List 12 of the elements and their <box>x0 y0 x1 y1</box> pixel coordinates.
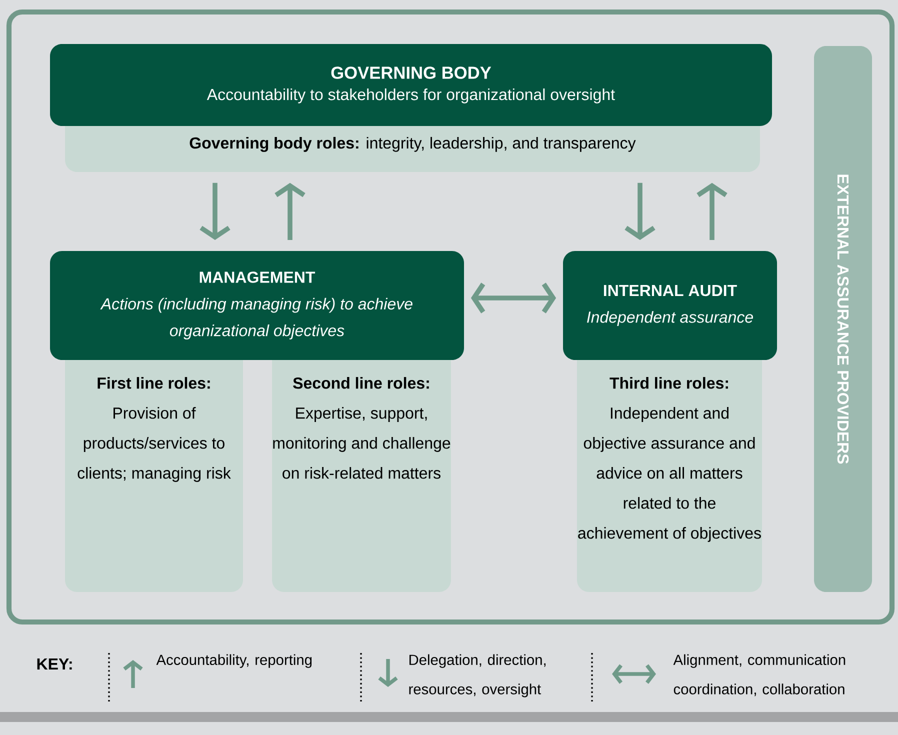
key-label: KEY: <box>37 658 72 670</box>
function-box: INTERNAL AUDIT Independent assurance <box>563 250 778 360</box>
legend-text: Accountability, reporting <box>156 654 312 668</box>
function-box: MANAGEMENT Actions (including managing risk) to achieve organizational objectives <box>50 250 464 360</box>
legend-text: Delegation, direction, resources, oversight <box>409 654 546 698</box>
roles-panel: Third line roles: Independent and objective assurance and advice on all matters related to the achievement of objectives <box>576 345 762 592</box>
roles-panel: First line roles: Provision of products/services to clients; managing risk <box>65 345 243 592</box>
arrow <box>470 282 556 314</box>
side-bar: EXTERNAL ASSURANCE PROVIDERS <box>814 46 872 592</box>
roles-panel: Second line roles: Expertise, support, monitoring and challenge on risk-related matters <box>272 345 451 592</box>
legend-text: Alignment, communication coordination, collaboration <box>673 654 846 696</box>
heading-box: GOVERNING BODY Accountability to stakeholders for organizational oversight <box>50 44 772 126</box>
